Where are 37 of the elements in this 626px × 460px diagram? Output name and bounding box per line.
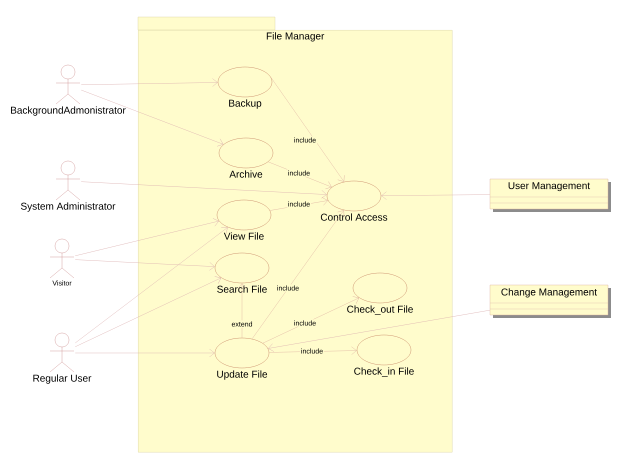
node-label: Archive	[229, 170, 262, 178]
use-case: Check_in File	[354, 334, 414, 377]
node-label: Control Access	[320, 213, 388, 221]
node-label: BackgroundAdmonistrator	[11, 106, 126, 116]
arrow	[81, 182, 327, 198]
node-label: Update File	[217, 370, 268, 380]
class-box: Change Management	[490, 284, 611, 318]
node-label: System Administrator	[20, 202, 116, 212]
arrow	[75, 259, 215, 271]
use-case: Search File	[214, 252, 270, 293]
node-label: Check_in File	[354, 367, 414, 377]
node-label: View File	[224, 232, 264, 240]
arrow	[75, 218, 219, 256]
arrow	[252, 210, 344, 340]
node-label: Regular User	[33, 374, 92, 384]
node-label: Check_out File	[347, 305, 413, 315]
use-case: Backup	[218, 66, 272, 109]
arrow	[238, 283, 246, 338]
use-case: Update File	[214, 338, 270, 380]
arrow	[81, 78, 218, 87]
actor: System Administrator	[20, 160, 116, 212]
arrow	[268, 310, 490, 352]
use-case: Check_out File	[347, 272, 413, 315]
actor: Regular User	[33, 332, 92, 384]
arrow	[81, 90, 224, 146]
arrow	[381, 191, 490, 200]
arrow	[75, 276, 222, 347]
use-case: View File	[216, 200, 272, 240]
arrow	[75, 348, 215, 358]
arrow	[270, 77, 345, 182]
use-case: Control Access	[320, 180, 388, 221]
node-label: Backup	[229, 99, 262, 109]
node-label: Search File	[217, 285, 267, 293]
class-box: User Management	[490, 178, 611, 212]
actor: BackgroundAdmonistrator	[11, 64, 126, 116]
arrow	[75, 227, 228, 344]
use-case: Archive	[218, 138, 274, 178]
